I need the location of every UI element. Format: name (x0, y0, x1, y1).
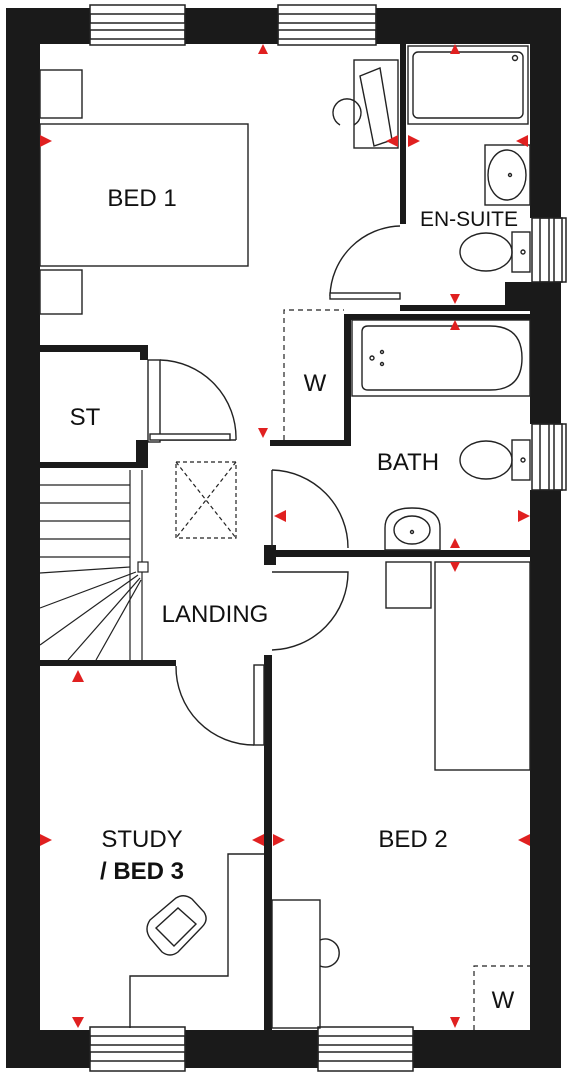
room-label-bed1: BED 1 (107, 185, 176, 212)
room-label-bed3: / BED 3 (100, 858, 184, 885)
study-desk-icon (129, 853, 264, 1028)
bed1-icon (39, 69, 249, 315)
room-label-study: STUDY (101, 826, 182, 853)
door-swing-icon (271, 469, 349, 549)
desk-icon (332, 59, 399, 149)
internal-walls (40, 44, 530, 1031)
window-icon (531, 217, 567, 283)
room-label-wardrobe-2: W (492, 987, 515, 1014)
ensuite-basin-icon (484, 144, 531, 206)
room-label-landing: LANDING (162, 601, 269, 628)
room-label-bath: BATH (377, 449, 439, 476)
window-icon (277, 4, 377, 46)
outer-walls (6, 8, 561, 1068)
loft-hatch-icon (175, 461, 237, 539)
bed2-icon (271, 561, 531, 1029)
ensuite-toilet-icon (459, 231, 531, 273)
room-label-ensuite: EN-SUITE (420, 208, 518, 231)
window-icon (531, 423, 567, 491)
window-icon (89, 4, 186, 46)
door-swing-icon (147, 359, 237, 443)
room-label-store: ST (70, 404, 101, 431)
room-label-wardrobe-1: W (304, 370, 327, 397)
dimension-marker-icon (40, 44, 530, 1028)
room-label-bed2: BED 2 (378, 826, 447, 853)
door-swing-icon (329, 225, 401, 300)
staircase-icon (39, 470, 149, 661)
wardrobe-outline (473, 965, 530, 1030)
bath-tub-icon (351, 319, 531, 397)
ensuite-bath-icon (407, 45, 529, 125)
wardrobe-outline (283, 309, 344, 440)
window-icon (89, 1026, 186, 1072)
bath-basin-icon (384, 507, 441, 551)
door-swing-icon (175, 664, 265, 746)
window-icon (317, 1026, 414, 1072)
bath-toilet-icon (459, 439, 531, 481)
door-swing-icon (271, 571, 349, 651)
